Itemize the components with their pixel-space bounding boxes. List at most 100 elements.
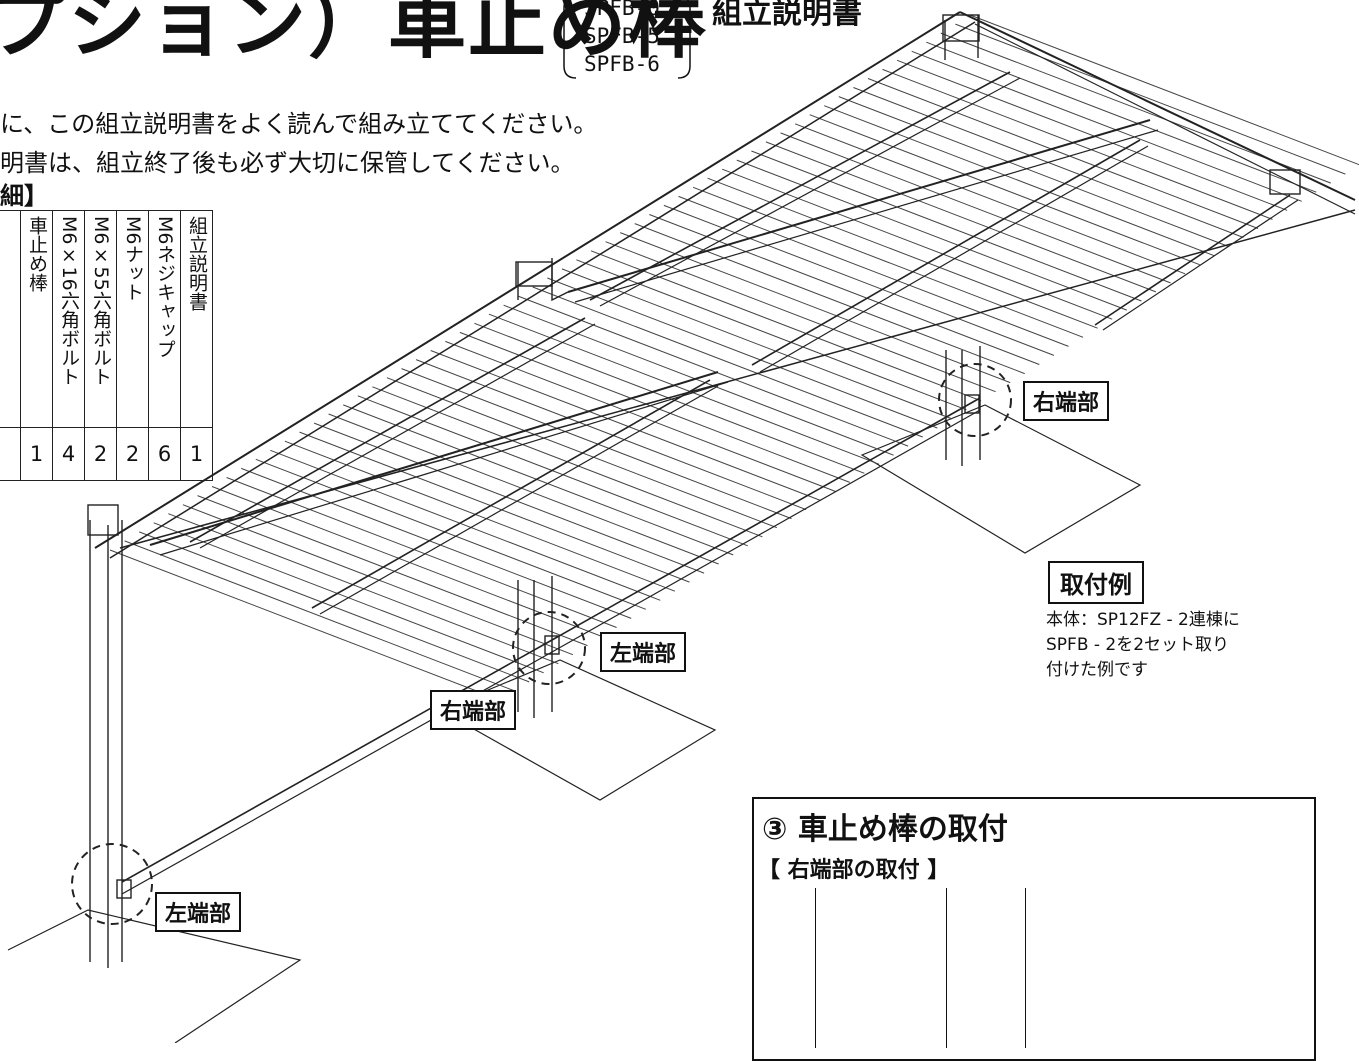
callout-left-end: 左端部 [600,632,687,672]
roof-stripe [649,214,1040,365]
callout-right-end: 右端部 [1023,381,1110,421]
roof-stripe [765,141,1157,293]
roof-stripe [532,286,923,438]
callout-right-end: 右端部 [430,690,517,730]
model-code: SPFB-0 [584,0,660,20]
roof-stripe [139,531,530,683]
example-line: 付けた例です [1046,660,1148,680]
roof-stripe [182,504,574,656]
roof-stripe [415,359,807,511]
roof-stripe [503,304,894,456]
document-label: 組立説明書 [712,0,862,31]
diagram-line [815,888,816,1048]
part-name-cell: 組立説明書 [180,210,213,428]
roof-stripe [751,150,1142,302]
post [89,520,123,968]
model-list: SPFB-0 SPFB-5 SPFB-6 [562,0,692,86]
post [517,576,553,718]
roof-stripe [620,232,1011,384]
step-subtitle: 【 右端部の取付 】 [758,858,950,883]
parts-qty-row: 1 4 2 2 6 1 [0,427,213,481]
roof-stripe [867,78,1259,229]
ground-outline [438,659,717,801]
roof-stripe [547,277,938,429]
example-text: 本体：SP12FZ - 2連棟に SPFB - 2を2セット取り 付けた例です [1046,608,1240,683]
stop-bar [121,639,553,883]
roof-stripe [605,241,996,393]
part-name: 車止め棒 [26,216,48,292]
part-name-cell: M6×55六角ボルト [84,210,117,428]
bracket-icon [563,0,691,79]
roof-stripe [926,41,1317,193]
roof-stripe [678,195,1069,347]
roof-stripe [488,313,880,465]
purlin [1094,194,1291,326]
example-line: SPFB - 2を2セット取り [1046,635,1230,655]
diagram-line [1025,888,1026,1048]
purlin [189,317,586,543]
ground-outline [7,909,302,1043]
step-title: ③ 車止め棒の取付 [762,812,1008,847]
diagram-line [946,888,947,1048]
parts-table: 車止め棒 M6×16六角ボルト M6×55六角ボルト M6ナット M6ネジキャッ… [0,210,213,481]
cross-beam [567,119,1151,293]
instruction-note: に、この組立説明書をよく読んで組み立ててください。 [0,110,598,138]
roof-stripe [561,268,953,420]
end-bracket [116,879,132,899]
part-name: M6ネジキャップ [154,216,176,359]
roof-stripe [794,123,1186,275]
roof-stripe [241,467,632,619]
parts-section-heading: 細】 [0,182,48,210]
model-code: SPFB-6 [584,52,660,76]
roof-stripe [445,340,836,492]
roof-stripe [124,540,515,692]
part-qty: 1 [20,427,53,481]
roof-stripe [284,440,676,592]
roof-stripe [838,96,1229,248]
part-qty: 2 [84,427,117,481]
roof-stripe [692,186,1084,338]
roof-stripe [313,422,705,574]
purlin [589,71,1011,301]
roof-stripe [299,431,690,583]
part-name: 組立説明書 [186,216,208,311]
end-bracket [544,635,560,655]
roof-stripe [969,14,1359,166]
parts-name-row: 車止め棒 M6×16六角ボルト M6×55六角ボルト M6ナット M6ネジキャッ… [0,210,213,428]
roof-sheet [109,14,1359,701]
roof-stripe [576,259,967,411]
roof-stripe [955,23,1346,175]
roof-stripe [590,250,982,402]
example-line: 本体：SP12FZ - 2連棟に [1046,610,1240,630]
roof-stripe [736,159,1127,311]
detail-circle [512,611,586,685]
detail-circle [938,363,1012,437]
roof-stripe [517,295,909,447]
roof-stripe [882,68,1273,220]
roof-stripe [459,331,850,483]
part-name: M6×55六角ボルト [90,216,112,386]
roof-stripe [197,495,588,647]
roof-stripe [270,449,661,601]
roof-stripe [328,413,719,565]
instruction-note: 明書は、組立終了後も必ず大切に保管してください。 [0,149,575,177]
roof-stripe [401,368,792,520]
cross-beam [149,371,719,546]
page-title: プション）車止め棒 [0,0,709,69]
roof-front-beam [94,11,961,549]
roof-stripe [707,177,1098,329]
example-heading: 取付例 [1048,561,1144,604]
roof-stripe [663,204,1055,356]
roof-stripe [896,59,1288,211]
part-qty: 2 [116,427,149,481]
roof-stripe [824,105,1215,257]
roof-stripe [634,223,1025,375]
part-name: M6ナット [122,216,144,302]
detail-circle [71,843,153,925]
roof-stripe [911,50,1302,202]
ground-outline [860,404,1142,554]
stop-bar [551,397,981,641]
part-name-cell: M6×16六角ボルト [52,210,85,428]
part-qty: 6 [148,427,181,481]
